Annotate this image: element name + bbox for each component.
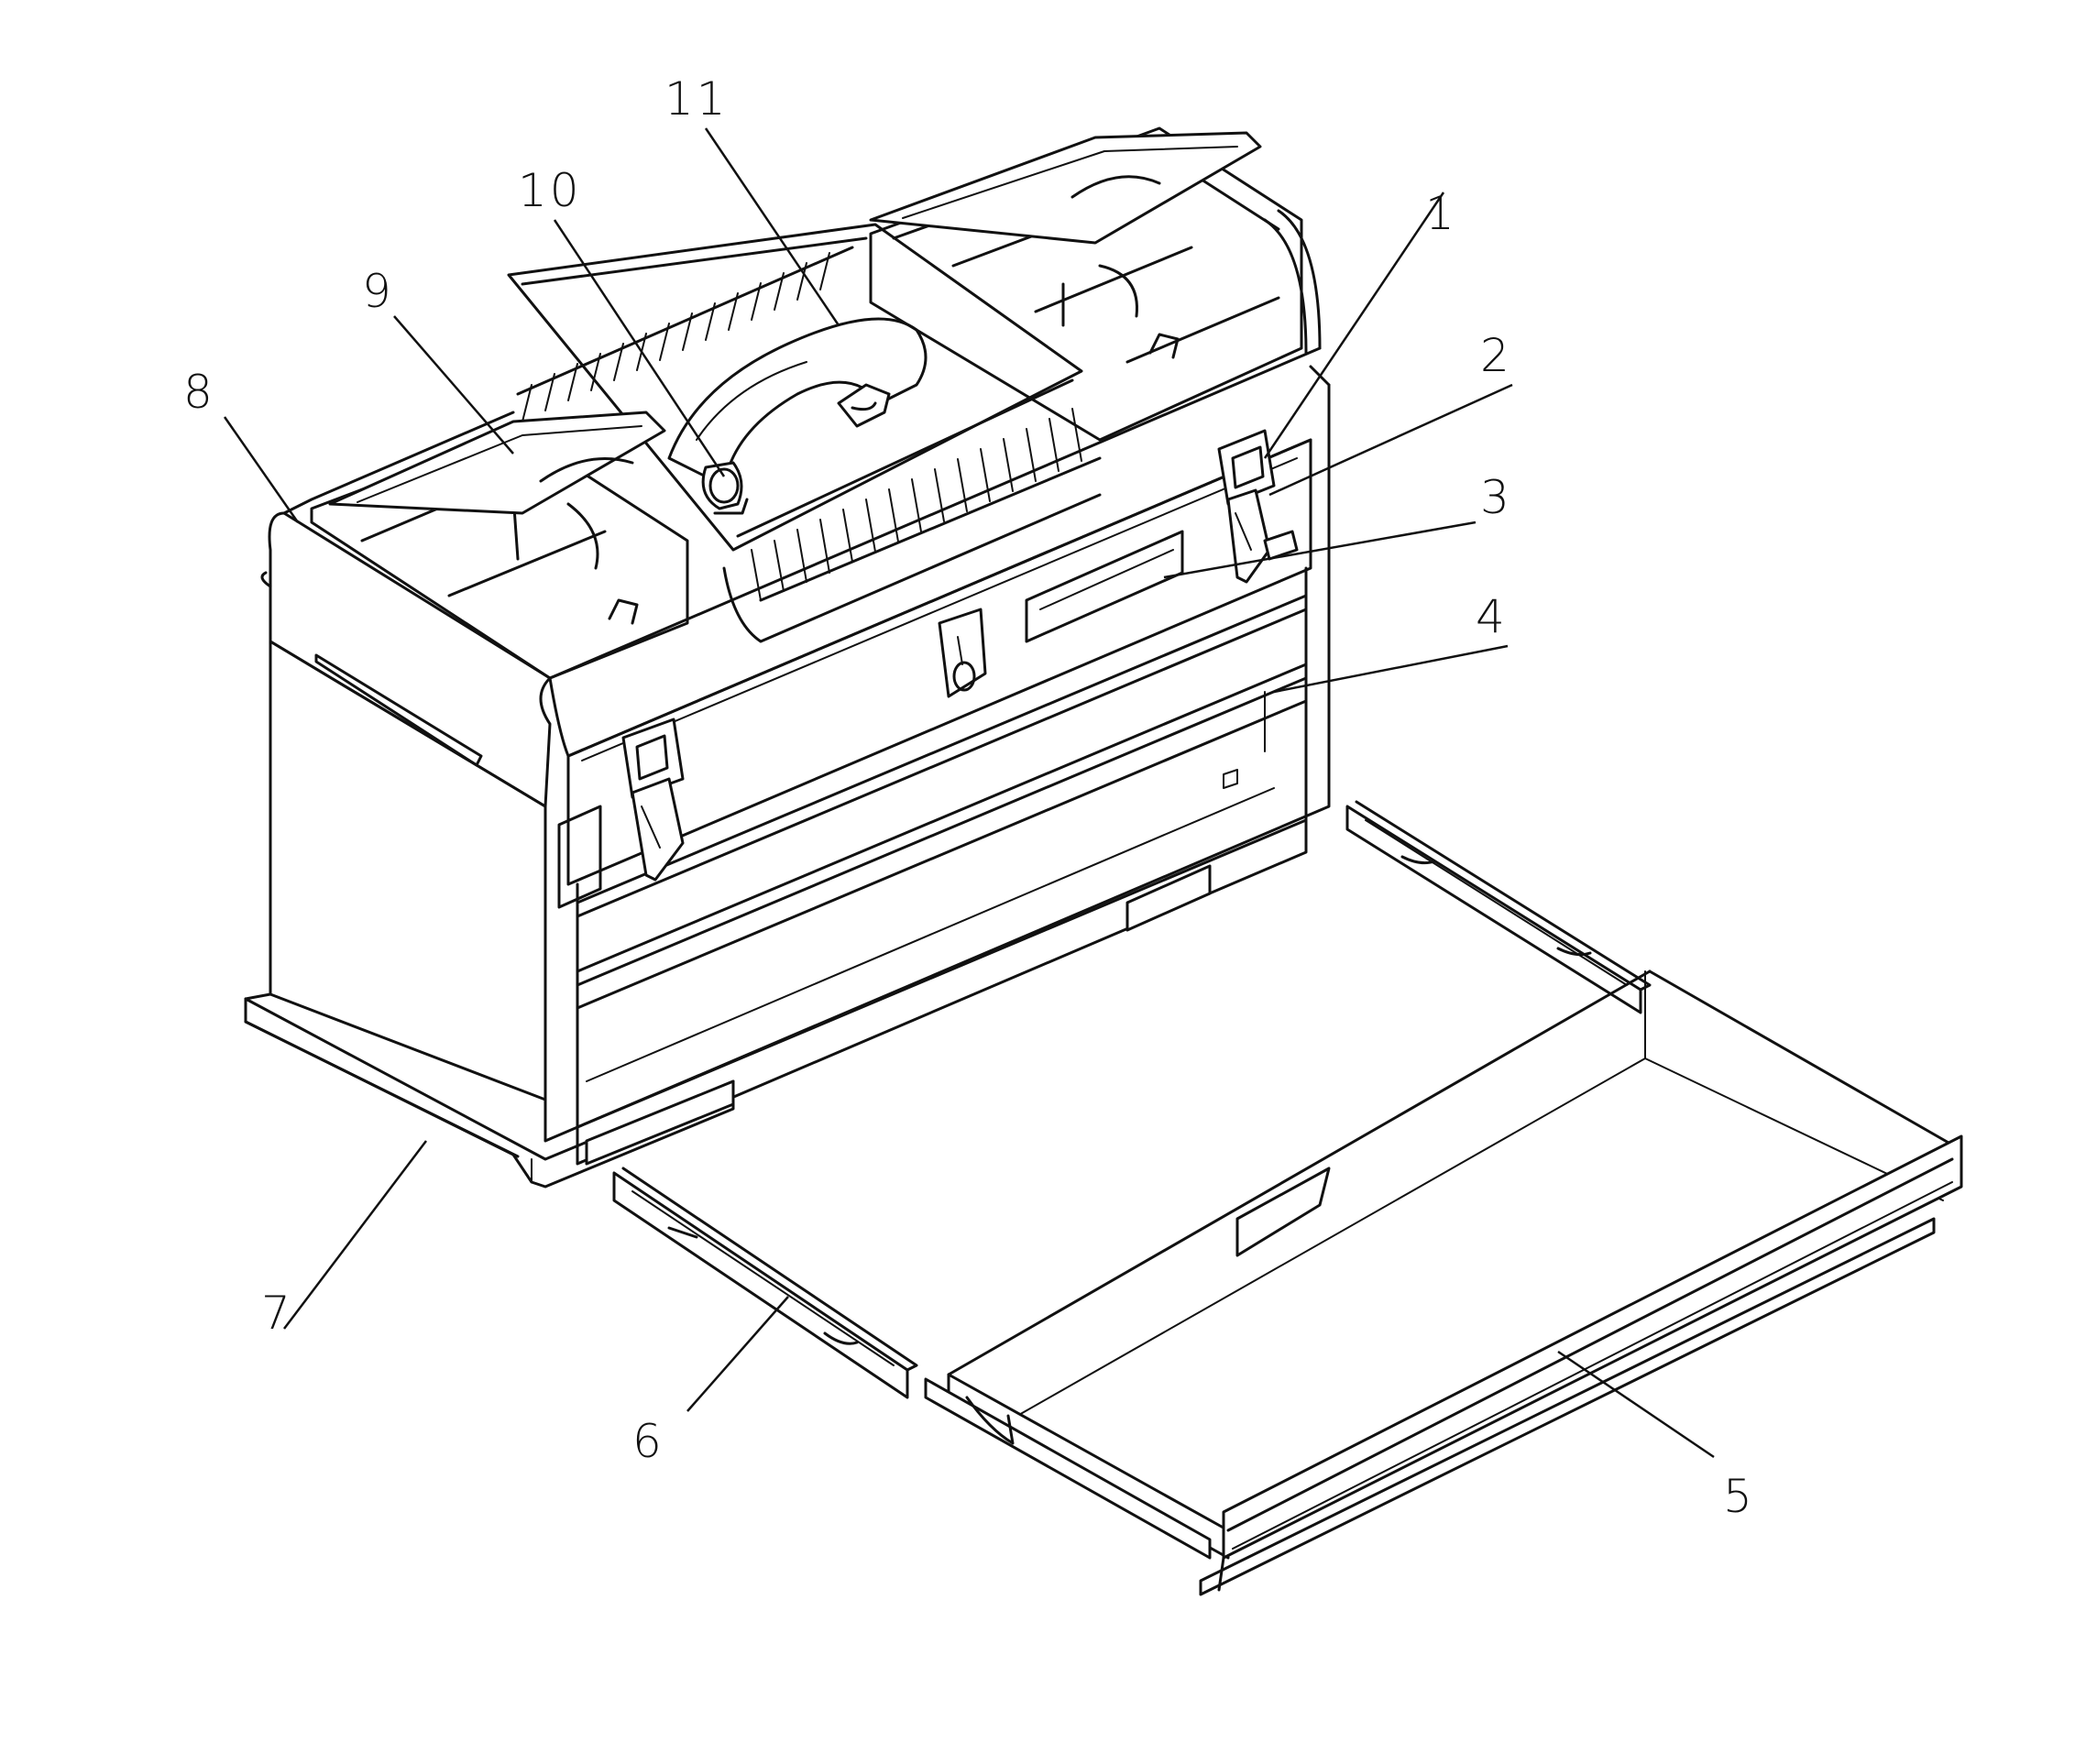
leader-4 bbox=[1273, 644, 1509, 694]
center-lock bbox=[938, 608, 987, 698]
right-organizer bbox=[869, 126, 1303, 442]
handle-well bbox=[507, 223, 1102, 643]
callout-10: 10 bbox=[518, 164, 582, 217]
lid-body bbox=[260, 209, 1322, 808]
callout-11: 11 bbox=[664, 72, 729, 126]
callout-9: 9 bbox=[362, 265, 394, 318]
leader-3 bbox=[1163, 520, 1477, 579]
callout-2: 2 bbox=[1480, 329, 1512, 382]
leader-lines bbox=[223, 127, 1715, 1459]
leader-7 bbox=[283, 1140, 427, 1330]
callout-labels: 1 2 3 4 5 6 7 8 9 10 11 bbox=[183, 72, 1755, 1523]
drawer-slide-rail bbox=[612, 1167, 918, 1399]
latch-right bbox=[1217, 429, 1299, 584]
leader-11 bbox=[704, 127, 840, 326]
left-organizer bbox=[310, 411, 689, 680]
drawer-front bbox=[557, 438, 1312, 1166]
leader-2 bbox=[1268, 383, 1513, 497]
leader-1 bbox=[1263, 192, 1445, 459]
drawer-slide-rail-back bbox=[1345, 800, 1652, 1014]
callout-6: 6 bbox=[632, 1415, 664, 1468]
leader-8 bbox=[223, 416, 300, 523]
drawer-tray bbox=[924, 970, 1963, 1596]
callout-7: 7 bbox=[261, 1287, 293, 1340]
leader-10 bbox=[553, 219, 726, 477]
leader-6 bbox=[686, 1296, 789, 1412]
callout-8: 8 bbox=[183, 366, 215, 419]
latch-left bbox=[621, 718, 685, 882]
callout-4: 4 bbox=[1476, 590, 1508, 643]
leader-5 bbox=[1557, 1350, 1715, 1459]
carry-handle bbox=[667, 317, 928, 515]
label-plate bbox=[1025, 530, 1184, 643]
callout-3: 3 bbox=[1480, 471, 1512, 524]
inner-rail bbox=[585, 864, 1212, 1166]
callout-1: 1 bbox=[1425, 187, 1457, 240]
callout-5: 5 bbox=[1723, 1470, 1755, 1523]
leader-9 bbox=[393, 315, 514, 455]
